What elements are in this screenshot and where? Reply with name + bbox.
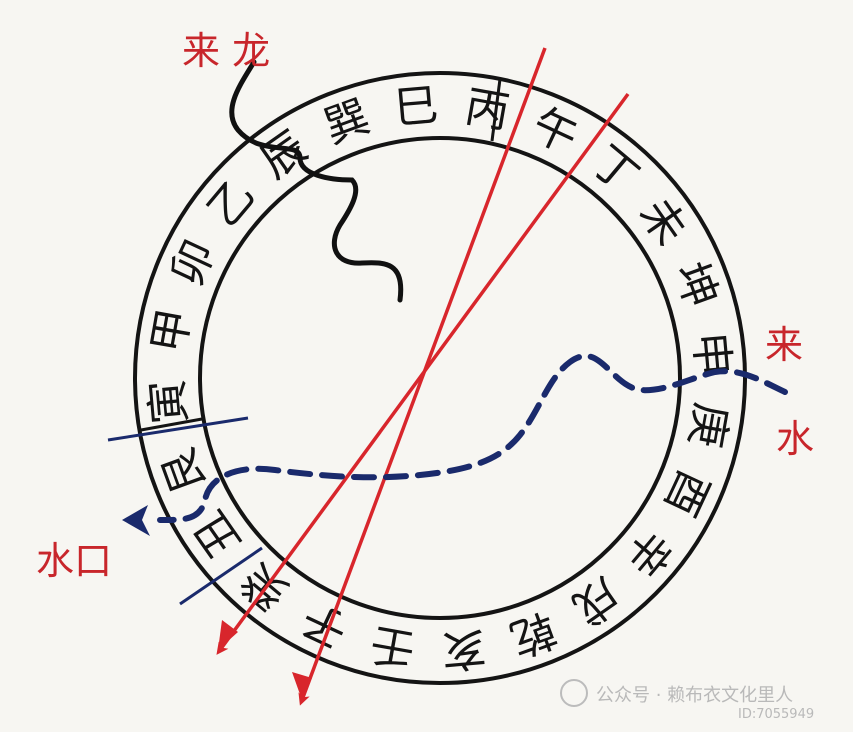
outer-ring (133, 71, 747, 685)
label-shui: 水 (776, 417, 814, 461)
ring-char-6: 丙 (461, 81, 513, 139)
ring-char-18: 壬 (367, 617, 419, 675)
watermark-id: ID:7055949 (738, 707, 814, 722)
red-axis-line-2 (216, 92, 630, 655)
ring-char-12: 庚 (679, 399, 737, 451)
ring-char-0: 甲 (143, 305, 201, 357)
wechat-icon (560, 679, 588, 707)
label-lai-long: 来 龙 (182, 29, 270, 73)
ring-char-19: 子 (294, 592, 355, 657)
label-lai: 来 (765, 323, 803, 367)
ring-char-16: 乾 (504, 602, 563, 665)
ring-char-13: 酉 (654, 462, 719, 523)
watermark-text: 公众号 · 赖布衣文化里人 (596, 685, 793, 706)
inner-ring (198, 136, 682, 620)
ring-char-1: 卯 (161, 232, 226, 293)
water-line-bottom (179, 546, 263, 606)
ring-char-23: 寅 (142, 378, 197, 426)
water-flow-path (157, 353, 788, 523)
ring-characters: 甲卯乙辰巽巳丙午丁未坤申庚酉辛戌乾亥壬子癸丑艮寅 (142, 80, 739, 677)
water-exit-arrowhead (122, 505, 150, 536)
ring-char-4: 巽 (318, 91, 377, 154)
red-arrowhead-2 (218, 620, 238, 650)
ring-char-10: 坤 (664, 256, 727, 315)
ring-char-5: 巳 (392, 80, 440, 135)
ring-char-17: 亥 (440, 622, 488, 677)
label-shui-kou: 水口 (36, 539, 112, 583)
water-line-top (107, 416, 249, 442)
red-arrowhead-1 (292, 672, 312, 700)
incoming-dragon-line (229, 59, 404, 303)
ring-char-7: 午 (524, 99, 585, 164)
ring-divider-top (490, 78, 502, 142)
ring-divider-left (140, 417, 203, 432)
